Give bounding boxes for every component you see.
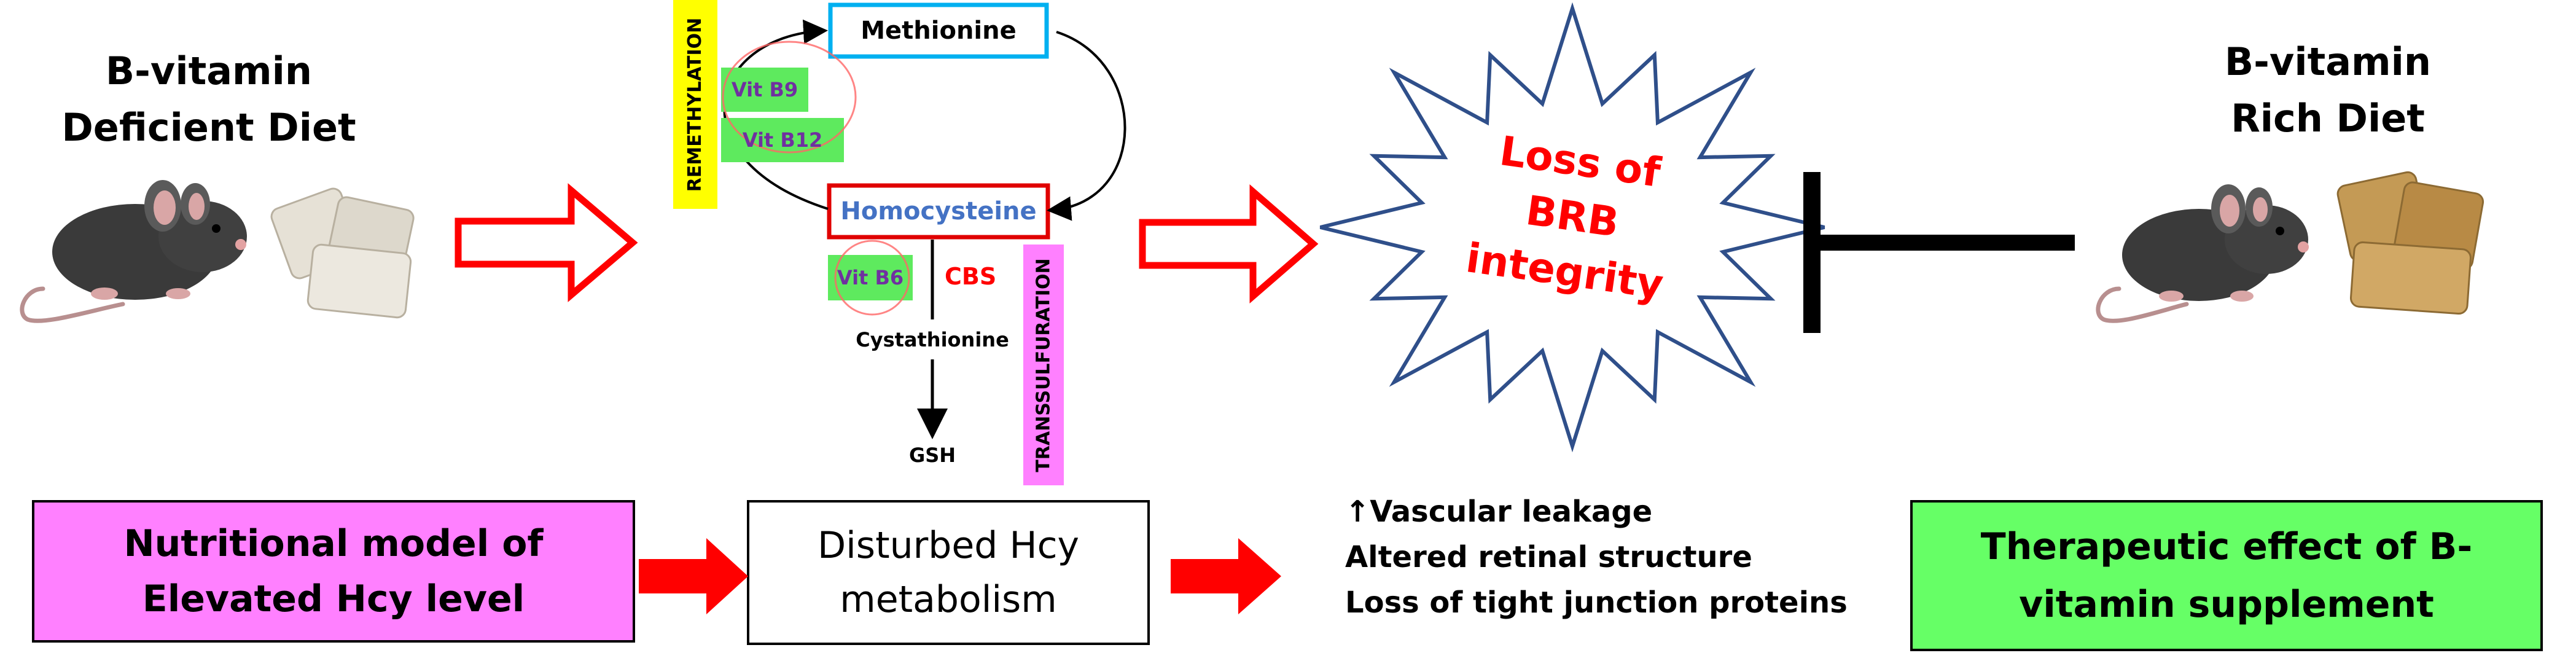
- left-mouse-icon: [20, 180, 247, 323]
- therapeutic-line2: vitamin supplement: [2019, 583, 2434, 626]
- transsulfuration-label: TRANSSULFURATION: [1032, 257, 1055, 472]
- methionine-box: [828, 2, 1049, 59]
- therapeutic-line1: Therapeutic effect of B-: [1980, 525, 2473, 568]
- effect-item: ↑Vascular leakage: [1345, 495, 1653, 529]
- right-diet-line1: B-vitamin: [2224, 39, 2432, 84]
- nutritional-model-line1: Nutritional model of: [123, 522, 544, 565]
- vit-b9-box: [721, 68, 808, 112]
- middle-hollow-arrow: [1139, 184, 1319, 304]
- effect-item: Loss of tight junction proteins: [1345, 585, 1848, 620]
- left-food-pellet-icon: [270, 187, 415, 319]
- left-hollow-arrow: [455, 183, 638, 302]
- brb-starburst-shape: [1319, 2, 1825, 453]
- nutritional-model-line2: Elevated Hcy level: [142, 577, 525, 620]
- left-diet-line1: B-vitamin: [105, 49, 313, 93]
- homocysteine-label: Homocysteine: [840, 197, 1037, 225]
- disturbed-metabolism-box: [747, 500, 1150, 645]
- vit-b9-circle: [722, 41, 857, 154]
- homocysteine-box: [827, 183, 1050, 240]
- transsulfuration-bar: [1023, 245, 1064, 485]
- nutritional-model-label: Nutritional model of Elevated Hcy level: [33, 501, 634, 641]
- methionine-label: Methionine: [861, 17, 1017, 45]
- right-diet-title: B-vitamin Rich Diet: [2180, 34, 2475, 147]
- vit-b6-circle: [834, 240, 910, 316]
- cystathionine-label: Cystathionine: [856, 328, 1009, 351]
- methionine-to-homocysteine-arrow: [1047, 31, 1126, 221]
- effect-item: Altered retinal structure: [1345, 540, 1752, 574]
- bottom-left-solid-arrow: [639, 538, 748, 614]
- right-diet-line2: Rich Diet: [2231, 96, 2425, 141]
- bottom-right-solid-arrow: [1171, 538, 1281, 614]
- nutritional-model-box: [32, 500, 635, 643]
- vit-b12-box: [721, 118, 844, 162]
- right-food-pellet-icon: [2336, 171, 2484, 315]
- vit-b9-label: Vit B9: [731, 78, 798, 101]
- left-diet-line2: Deficient Diet: [61, 105, 356, 150]
- vit-b12-label: Vit B12: [742, 128, 823, 152]
- vit-b6-label: Vit B6: [837, 266, 904, 289]
- transsulfuration-label-wrap: TRANSSULFURATION: [1023, 245, 1064, 485]
- remethylation-label-wrap: REMETHYLATION: [673, 0, 717, 209]
- disturbed-metabolism-label: Disturbed Hcy metabolism: [748, 501, 1149, 644]
- disturbed-line1: Disturbed Hcy: [817, 524, 1080, 567]
- remethylation-label: REMETHYLATION: [684, 17, 706, 192]
- remethylation-bar: [673, 0, 717, 209]
- vit-b6-box: [828, 255, 913, 300]
- inhibition-symbol: [1803, 172, 2075, 333]
- cbs-label: CBS: [945, 263, 997, 290]
- effects-list: ↑Vascular leakage Altered retinal struct…: [1345, 489, 1898, 625]
- gsh-label: GSH: [908, 444, 956, 467]
- therapeutic-label: Therapeutic effect of B- vitamin supplem…: [1911, 501, 2542, 650]
- left-diet-title: B-vitamin Deficient Diet: [43, 43, 375, 156]
- therapeutic-box: [1910, 500, 2543, 651]
- disturbed-line2: metabolism: [840, 578, 1057, 621]
- right-mouse-icon: [2096, 184, 2309, 323]
